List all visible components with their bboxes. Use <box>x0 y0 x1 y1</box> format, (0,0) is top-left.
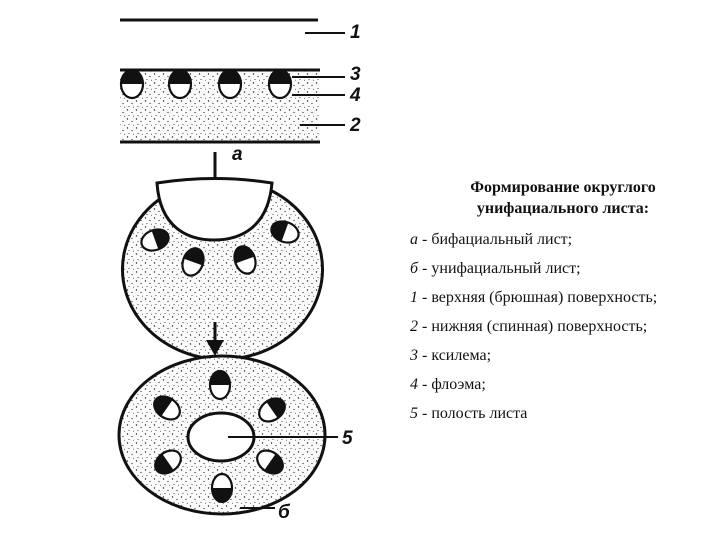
legend-text: - полость листа <box>418 405 527 422</box>
legend-item: 2 - нижняя (спинная) поверхность; <box>410 317 716 337</box>
legend-item: 4 - флоэма; <box>410 375 716 395</box>
caption-title-line2: унифациального листа: <box>410 199 716 220</box>
legend-text: - флоэма; <box>418 376 486 393</box>
legend-item: 5 - полость листа <box>410 404 716 424</box>
callout-2: 2 <box>349 115 361 136</box>
legend-key: 3 <box>410 347 418 364</box>
legend-key: 4 <box>410 376 418 393</box>
legend-key: 1 <box>410 289 418 306</box>
bundle <box>219 70 241 98</box>
unifacial-leaf <box>119 356 325 514</box>
legend-text: - унифациальный лист; <box>418 260 581 277</box>
caption-title-line1: Формирование округлого <box>410 178 716 199</box>
legend-text: - бифациальный лист; <box>418 231 572 248</box>
legend-text: - нижняя (спинная) поверхность; <box>418 318 647 335</box>
bundle <box>210 371 230 399</box>
caption-title: Формирование округлого унифациального ли… <box>410 178 716 220</box>
bundle-3-4 <box>121 70 143 98</box>
bundle <box>169 70 191 98</box>
legend-item: 3 - ксилема; <box>410 346 716 366</box>
folding-leaf <box>122 179 322 360</box>
legend-item: а - бифациальный лист; <box>410 230 716 250</box>
legend-key: 2 <box>410 318 418 335</box>
bundle <box>269 70 291 98</box>
caption: Формирование округлого унифациального ли… <box>410 178 716 433</box>
legend-key: а <box>410 231 418 248</box>
legend-key: 5 <box>410 405 418 422</box>
bundle <box>212 474 232 502</box>
legend-item: б - унифациальный лист; <box>410 259 716 279</box>
legend-item: 1 - верхняя (брюшная) поверхность; <box>410 288 716 308</box>
part-label-a: а <box>232 144 243 165</box>
callout-3: 3 <box>350 64 361 85</box>
legend-key: б <box>410 260 418 277</box>
callout-4: 4 <box>349 85 361 106</box>
callout-1: 1 <box>350 22 361 43</box>
legend-text: - верхняя (брюшная) поверхность; <box>418 289 657 306</box>
part-label-b: б <box>278 502 291 523</box>
callout-5: 5 <box>342 428 353 449</box>
bifacial-leaf <box>120 70 320 142</box>
legend-text: - ксилема; <box>418 347 491 364</box>
